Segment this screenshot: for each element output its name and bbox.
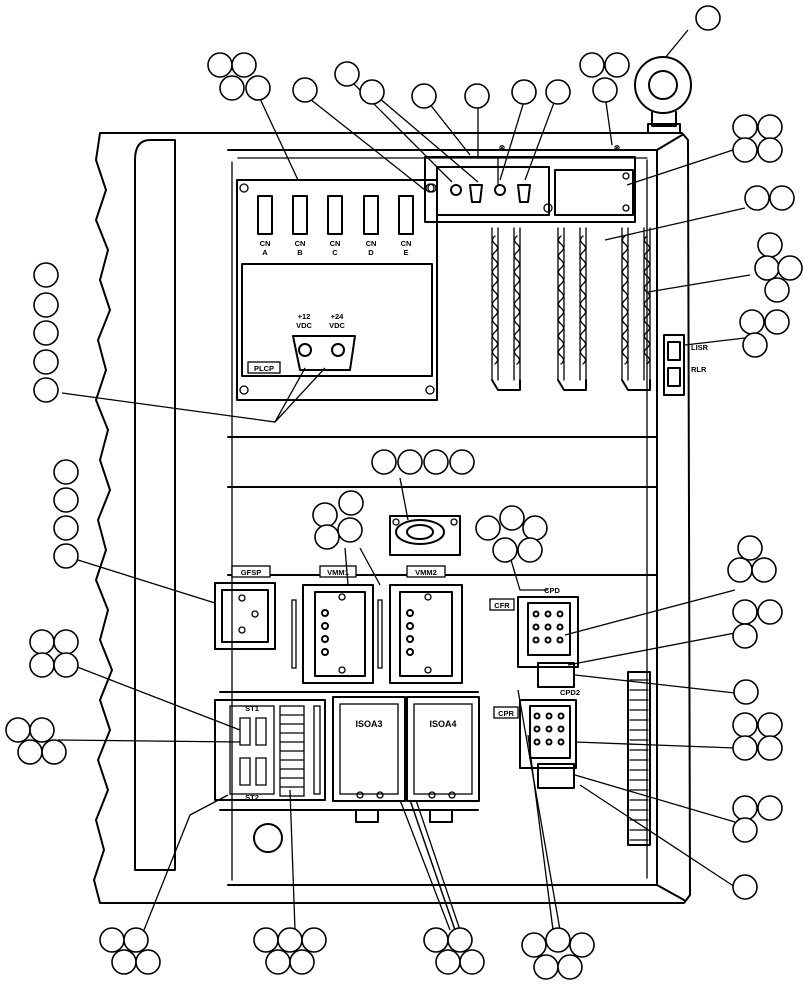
lisr-rlr-switches: LISR RLR: [663, 334, 709, 396]
louvers: [629, 679, 649, 841]
knockout-hole: [253, 823, 283, 853]
switch-bracket: ⊗ ⊗: [424, 143, 636, 223]
isoa3-label: ISOA3: [355, 719, 382, 729]
cpd2-relay-group: CPD2 CPR: [493, 688, 580, 789]
leader-lines: [57, 29, 751, 941]
relay-block-top: [554, 169, 634, 216]
terminal-24vdc: [331, 343, 345, 357]
plus12-vdc-label: VDC: [296, 321, 312, 330]
indicator-lamp-1: [450, 184, 462, 196]
vmm1-module: [302, 584, 374, 684]
cpd2-socket: [537, 763, 575, 789]
lower-din-row-2: ST1 ST2 ISOA3 ISOA4: [214, 691, 480, 823]
connector-cn-b: [292, 195, 308, 235]
connector-cn-a: [257, 195, 273, 235]
toggle-switch-2: [517, 184, 531, 203]
plus24-vdc-label: VDC: [329, 321, 345, 330]
lisr-label: LISR: [691, 343, 709, 352]
cfr-label: CFR: [494, 601, 510, 610]
isoa4-label: ISOA4: [429, 719, 456, 729]
callout-balloons: [5, 5, 803, 980]
vmm2-label: VMM2: [415, 568, 437, 577]
plus24-label: +24: [331, 312, 345, 321]
ground-symbol-2: ⊗: [614, 143, 621, 152]
st-terminal-block: [214, 699, 326, 801]
cpd-relay-group: CPD CFR: [489, 586, 579, 688]
st2-label: ST2: [245, 793, 259, 802]
isoa3-module: [332, 696, 406, 802]
indicator-lamp-2: [494, 184, 506, 196]
connector-cn-e: [398, 195, 414, 235]
vmm1-label: VMM1: [327, 568, 349, 577]
connector-cn-c: [327, 195, 343, 235]
plus12-label: +12: [298, 312, 311, 321]
rlr-label: RLR: [691, 365, 707, 374]
vmm2-module: [389, 584, 463, 684]
connector-cn-d: [363, 195, 379, 235]
st1-label: ST1: [245, 704, 259, 713]
terminal-strips: [491, 227, 651, 391]
plcp-label: PLCP: [254, 364, 274, 373]
toggle-switch-1: [469, 184, 483, 203]
ground-symbol-1: ⊗: [499, 143, 506, 152]
cpd-socket: [537, 662, 575, 688]
lifting-eye: [634, 56, 692, 134]
cpd2-relay: [519, 699, 577, 769]
isoa4-module: [406, 696, 480, 802]
lower-din-row-1: GFSP VMM1 VMM2: [214, 565, 463, 684]
terminal-12vdc: [298, 343, 312, 357]
cpd2-label: CPD2: [560, 688, 580, 697]
fuse-column: [279, 705, 305, 797]
blower: [389, 515, 461, 556]
gfsp-module: [214, 582, 276, 650]
enclosure: [93, 132, 691, 904]
cpd-label: CPD: [544, 586, 560, 595]
gfsp-label: GFSP: [241, 568, 261, 577]
cpr-label: CPR: [498, 709, 514, 718]
